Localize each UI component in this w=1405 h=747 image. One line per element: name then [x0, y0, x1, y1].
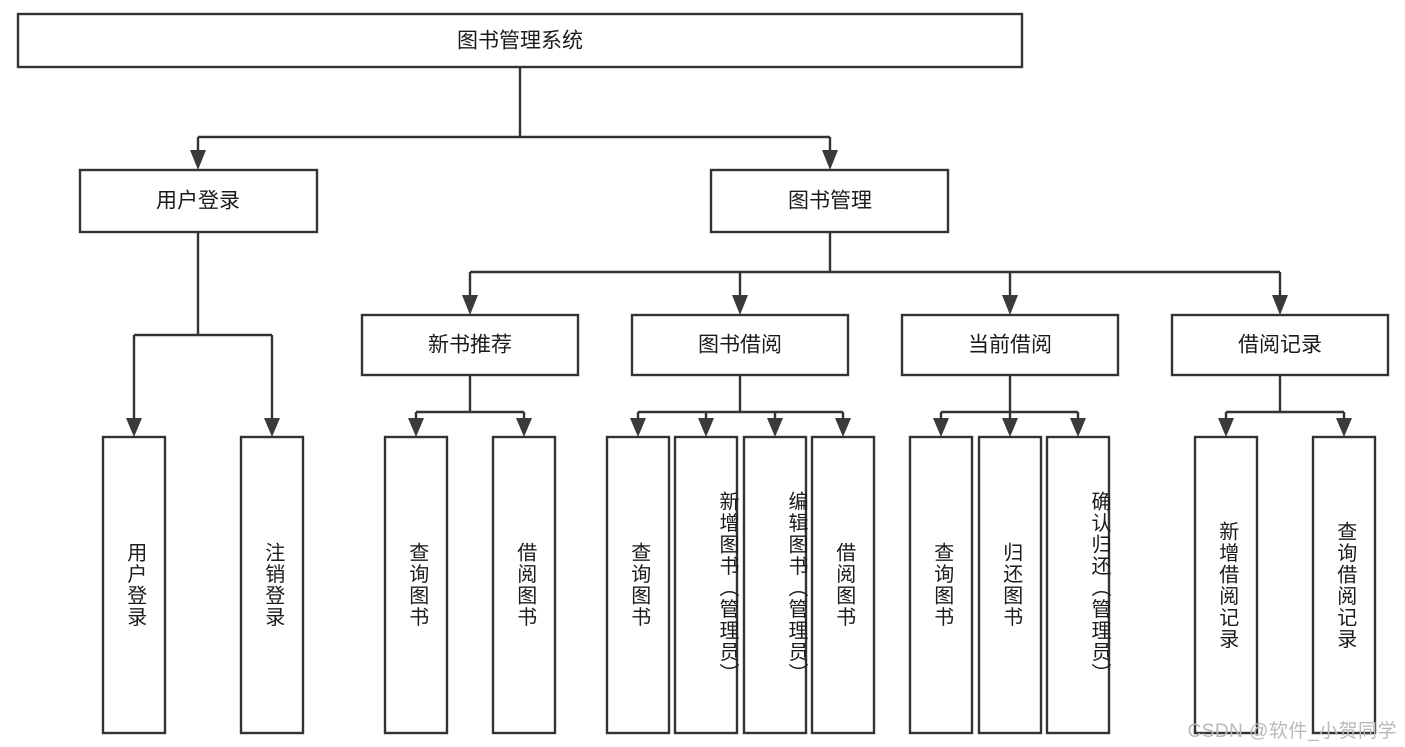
node-book-borrow-label: 图书借阅 — [698, 334, 782, 357]
node-book-management-label: 图书管理 — [788, 190, 872, 213]
leaf-box-newbook-borrow-book[interactable] — [491, 435, 557, 735]
leaf-box-user-login[interactable] — [101, 435, 167, 735]
node-new-book-recommend-label: 新书推荐 — [428, 334, 512, 357]
leaf-box-bookborrow-add-book[interactable] — [673, 435, 739, 735]
leaf-box-bookborrow-query-book[interactable] — [605, 435, 671, 735]
arrow-head-leaf-user-login — [126, 418, 142, 437]
leaf-box-bookborrow-borrow-book[interactable] — [810, 435, 876, 735]
node-new-book-recommend[interactable] — [360, 313, 580, 377]
watermark-text: CSDN @软件_小贺同学 — [1187, 721, 1397, 742]
node-book-management[interactable] — [709, 168, 950, 234]
leaf-box-currentborrow-query-book[interactable] — [908, 435, 974, 735]
arrow-head-leaf-logout — [264, 418, 280, 437]
arrow-head-bookborrow-leaf-3 — [767, 418, 783, 437]
node-user-login[interactable] — [78, 168, 319, 234]
node-root-label: 图书管理系统 — [457, 30, 583, 53]
arrow-head-book-manage — [822, 150, 838, 170]
arrow-head-bookborrow-leaf-4 — [835, 418, 851, 437]
leaf-box-bookborrow-edit-book[interactable] — [742, 435, 808, 735]
leaf-box-logout[interactable] — [239, 435, 305, 735]
node-layer: 图书管理系统 用户登录 图书管理 新书推荐 图书借阅 当前借阅 借阅记录 — [16, 12, 1390, 735]
node-book-borrow[interactable] — [630, 313, 850, 377]
leaf-box-newbook-query-book[interactable] — [383, 435, 449, 735]
leaf-box-borrowrecord-add-record[interactable] — [1193, 435, 1259, 735]
leaf-box-currentborrow-confirm-return[interactable] — [1045, 435, 1111, 735]
arrow-head-user-login — [190, 150, 206, 170]
arrow-head-current-borrow — [1002, 295, 1018, 315]
node-current-borrow-label: 当前借阅 — [968, 334, 1052, 357]
node-borrow-record[interactable] — [1170, 313, 1390, 377]
connector-layer — [126, 67, 1352, 437]
arrow-head-currentborrow-leaf-1 — [933, 418, 949, 437]
arrow-head-book-borrow — [732, 295, 748, 315]
arrow-head-currentborrow-leaf-2 — [1002, 418, 1018, 437]
node-root-book-management-system[interactable] — [16, 12, 1024, 69]
arrow-head-new-book — [462, 295, 478, 315]
arrow-head-currentborrow-leaf-3 — [1070, 418, 1086, 437]
leaf-box-borrowrecord-query-record[interactable] — [1311, 435, 1377, 735]
arrow-head-bookborrow-leaf-2 — [698, 418, 714, 437]
arrow-head-borrowrecord-leaf-1 — [1218, 418, 1234, 437]
node-borrow-record-label: 借阅记录 — [1238, 334, 1322, 357]
arrow-head-newbook-leaf-2 — [516, 418, 532, 437]
arrow-head-borrow-record — [1272, 295, 1288, 315]
node-current-borrow[interactable] — [900, 313, 1120, 377]
arrow-head-newbook-leaf-1 — [408, 418, 424, 437]
node-user-login-label: 用户登录 — [156, 190, 240, 213]
arrow-head-bookborrow-leaf-1 — [630, 418, 646, 437]
leaf-box-currentborrow-return-book[interactable] — [977, 435, 1043, 735]
arrow-head-borrowrecord-leaf-2 — [1336, 418, 1352, 437]
